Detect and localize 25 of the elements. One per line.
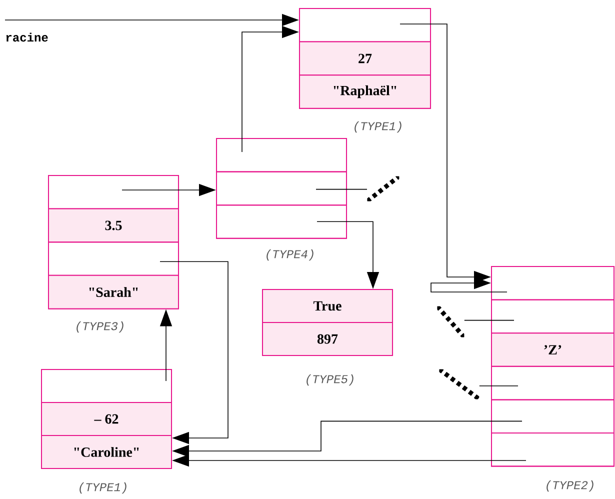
field-cell: ’Z’ xyxy=(491,332,614,367)
field-cell: 27 xyxy=(299,41,431,76)
pointer-cell xyxy=(491,432,614,467)
type-label: (TYPE2) xyxy=(546,480,594,492)
type-label: (TYPE1) xyxy=(354,121,402,133)
field-cell: "Caroline" xyxy=(41,435,172,469)
field-cell: "Raphaël" xyxy=(299,74,431,109)
type-label: (TYPE1) xyxy=(80,482,126,494)
type-label: (TYPE4) xyxy=(266,249,314,261)
pointer-cell xyxy=(491,266,614,300)
null-symbol xyxy=(439,369,480,400)
field-cell: 3.5 xyxy=(48,208,179,243)
type-label: (TYPE3) xyxy=(76,321,124,333)
pointer-cell xyxy=(491,399,614,434)
variable-label: racine xyxy=(6,32,48,42)
pointer-cell xyxy=(491,366,614,400)
pointer-cell xyxy=(491,299,614,334)
null-symbol xyxy=(437,306,464,338)
type-label: (TYPE5) xyxy=(306,374,354,386)
field-cell: 897 xyxy=(262,322,393,356)
pointer-arrow xyxy=(160,261,228,444)
null-symbol xyxy=(367,176,400,202)
field-cell: – 62 xyxy=(41,402,172,436)
field-cell: "Sarah" xyxy=(48,274,179,310)
field-cell: True xyxy=(262,289,393,323)
